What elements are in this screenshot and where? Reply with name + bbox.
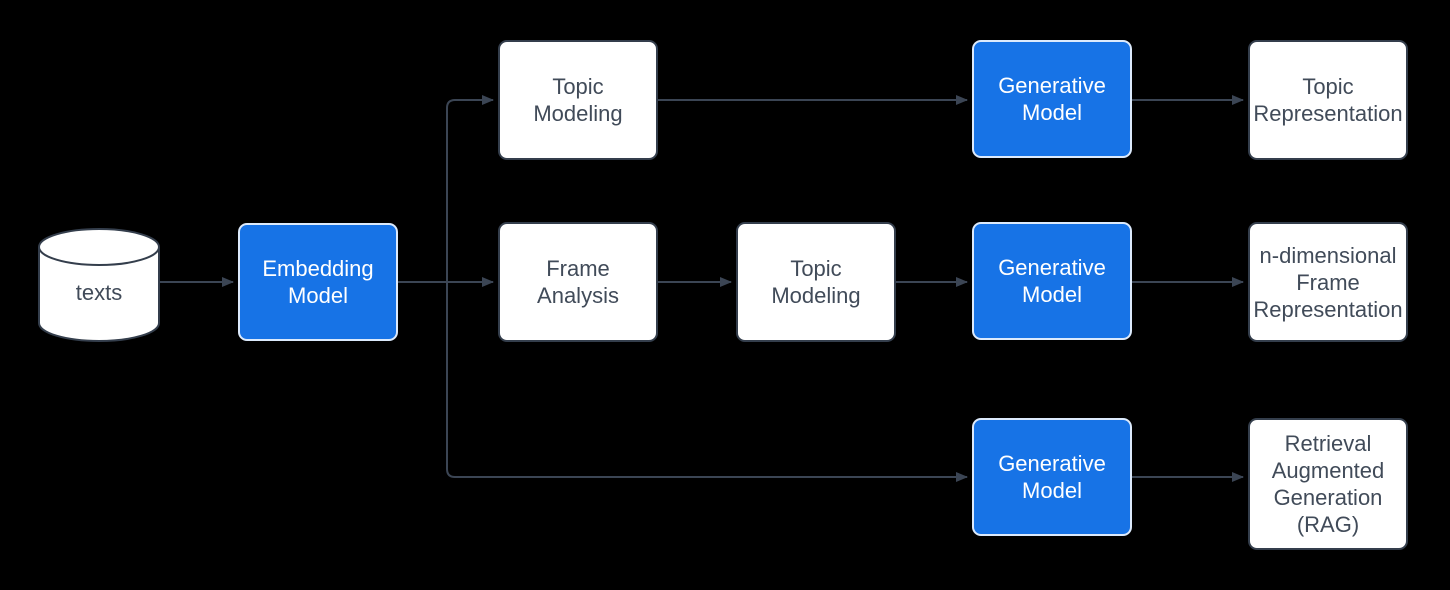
node-topic-modeling-top: Topic Modeling bbox=[498, 40, 658, 160]
node-label: Topic Modeling bbox=[533, 74, 623, 126]
edge-embedding-to-generative-3 bbox=[398, 281, 968, 482]
node-generative-model-top: Generative Model bbox=[972, 40, 1132, 158]
cylinder-icon bbox=[38, 228, 160, 342]
node-label: texts bbox=[75, 279, 123, 305]
node-label: Topic Representation bbox=[1253, 74, 1403, 126]
node-label: Embedding Model bbox=[262, 256, 374, 308]
node-retrieval-augmented-generation: Retrieval Augmented Generation (RAG) bbox=[1248, 418, 1408, 550]
node-label: Frame Analysis bbox=[537, 256, 619, 308]
node-generative-model-middle: Generative Model bbox=[972, 222, 1132, 340]
node-texts-datastore: texts bbox=[38, 228, 160, 342]
node-label: Generative Model bbox=[998, 451, 1106, 503]
node-embedding-model: Embedding Model bbox=[238, 223, 398, 341]
node-ndimensional-frame-representation: n-dimensional Frame Representation bbox=[1248, 222, 1408, 342]
node-topic-representation: Topic Representation bbox=[1248, 40, 1408, 160]
node-topic-modeling-middle: Topic Modeling bbox=[736, 222, 896, 342]
node-generative-model-bottom: Generative Model bbox=[972, 418, 1132, 536]
edge-embedding-to-topic-modeling-1 bbox=[398, 95, 494, 283]
node-label: Generative Model bbox=[998, 73, 1106, 125]
node-frame-analysis: Frame Analysis bbox=[498, 222, 658, 342]
node-label: n-dimensional Frame Representation bbox=[1253, 242, 1403, 322]
node-label: Generative Model bbox=[998, 255, 1106, 307]
node-label: Retrieval Augmented Generation (RAG) bbox=[1271, 431, 1385, 537]
node-label: Topic Modeling bbox=[771, 256, 861, 308]
